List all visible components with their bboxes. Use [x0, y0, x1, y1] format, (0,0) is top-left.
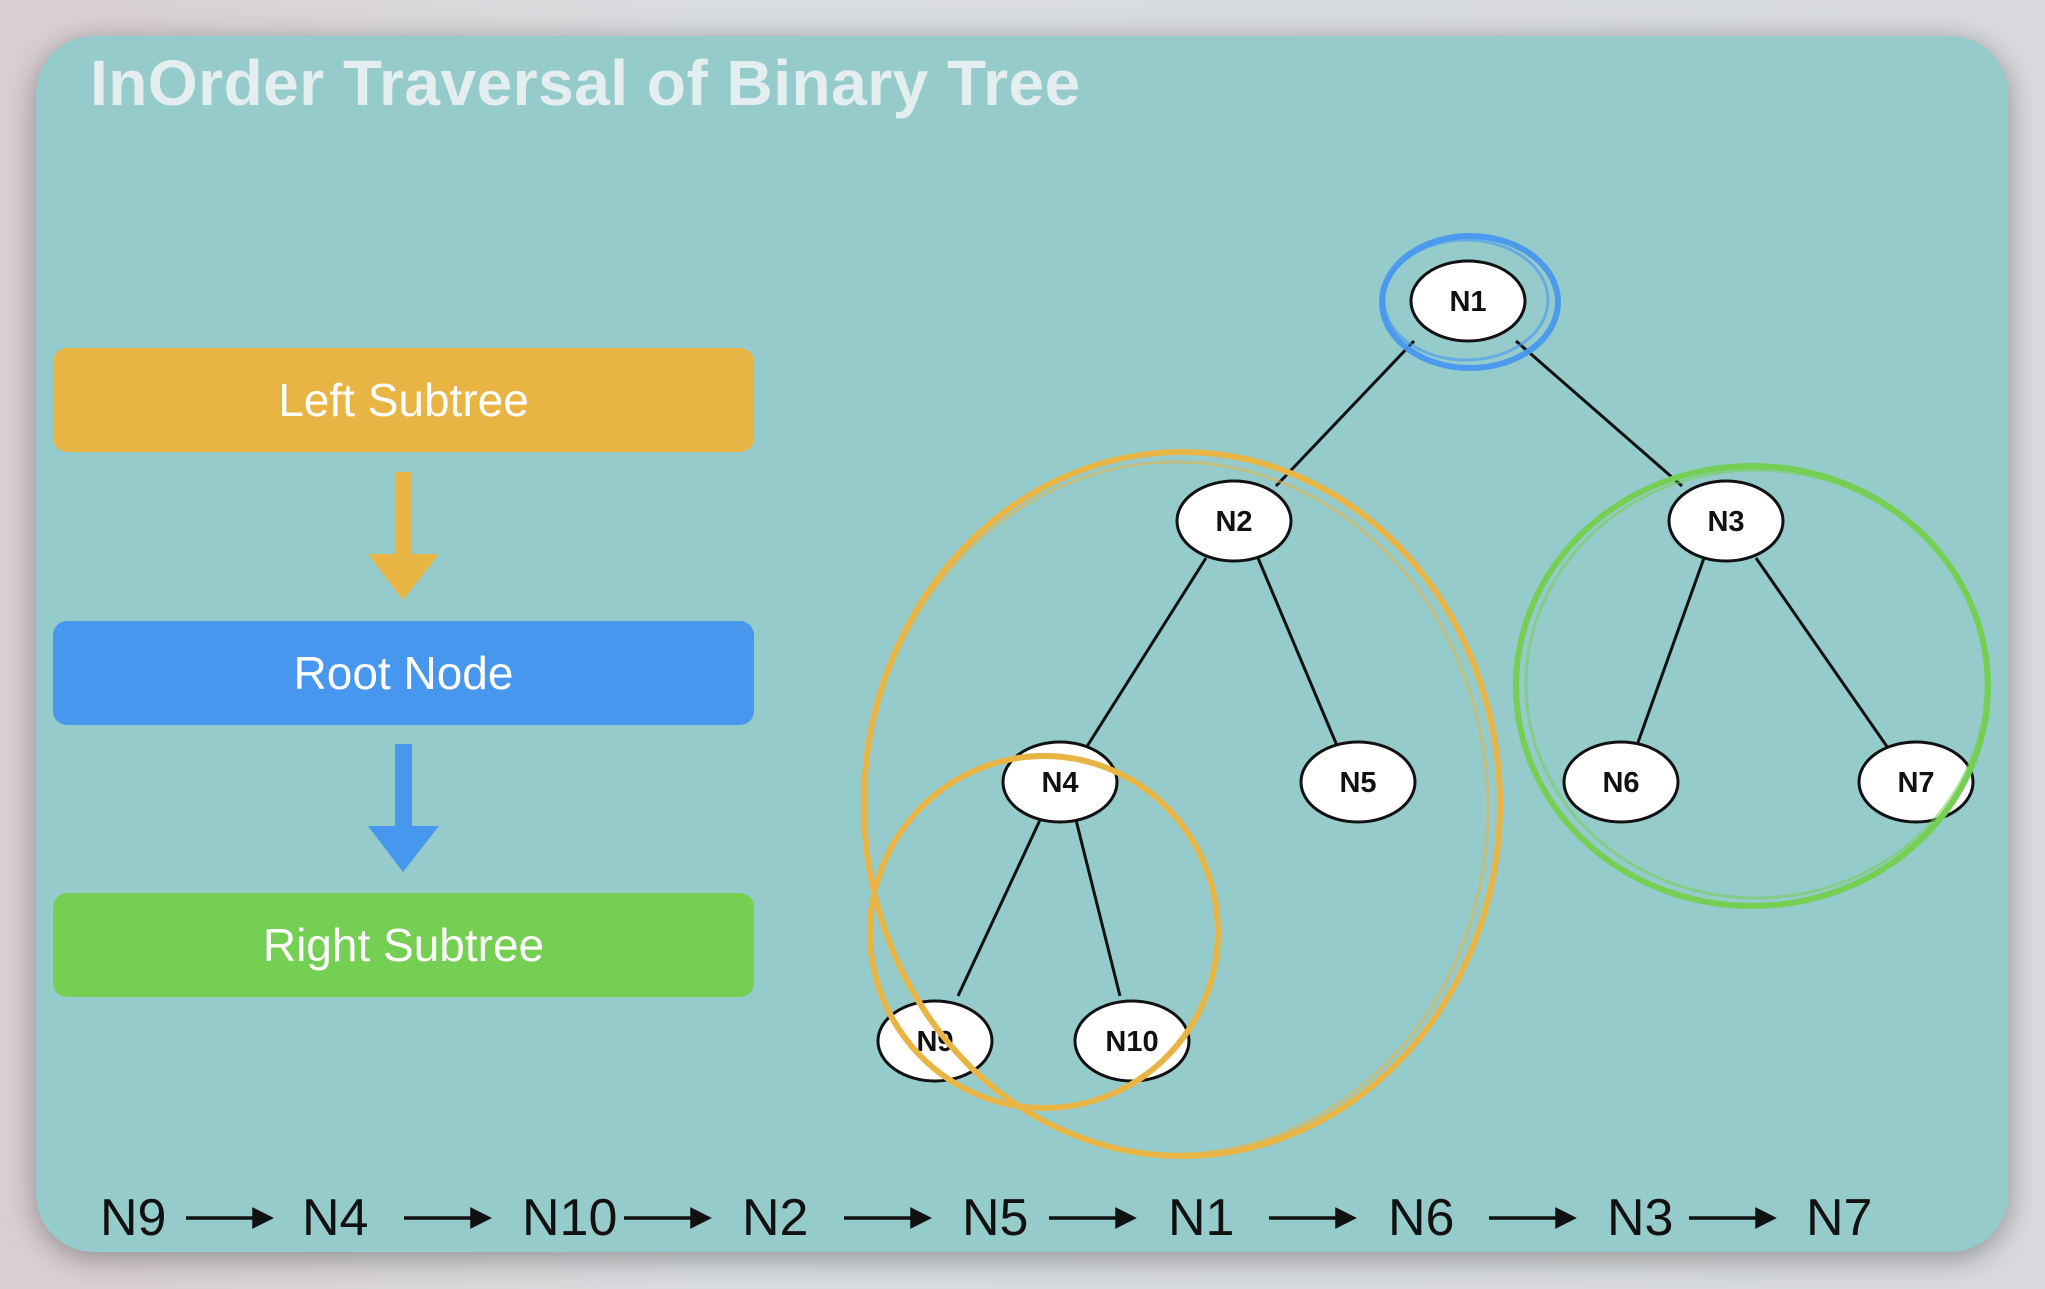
- slide-title: InOrder Traversal of Binary Tree: [90, 47, 1081, 119]
- node-n3-label: N3: [1707, 506, 1744, 538]
- tree-edges: [956, 339, 1890, 997]
- seq-arrow-icon-3: [624, 1207, 712, 1229]
- node-n1: N1: [1409, 259, 1527, 343]
- seq-arrow-icon-2: [404, 1207, 492, 1229]
- node-n2-label: N2: [1215, 506, 1252, 538]
- sequence-item: N5: [962, 1189, 1029, 1247]
- seq-arrow-icon-8: [1689, 1207, 1777, 1229]
- n4-subtree-ring: [867, 753, 1221, 1111]
- node-n5-label: N5: [1339, 767, 1376, 799]
- tree-diagram: N1 N2 N3 N4 N5 N6: [186, 233, 1991, 1229]
- seq-arrow-icon-1: [186, 1207, 274, 1229]
- root-node-box: Root Node: [53, 621, 754, 725]
- seq-arrow-icon-5: [1049, 1207, 1137, 1229]
- sequence-item: N6: [1388, 1189, 1455, 1247]
- seq-arrow-icon-4: [844, 1207, 932, 1229]
- seq-arrow-icon-7: [1489, 1207, 1577, 1229]
- highlight-rings: [861, 233, 1991, 1159]
- root-ring: [1379, 233, 1561, 371]
- node-n7-label: N7: [1897, 767, 1934, 799]
- sequence-item: N1: [1168, 1189, 1235, 1247]
- node-n2: N2: [1175, 479, 1293, 563]
- left-subtree-ring-2: [862, 460, 1490, 1156]
- slide-panel: InOrder Traversal of Binary Tree Left Su…: [36, 36, 2008, 1252]
- left-subtree-box: Left Subtree: [53, 348, 754, 452]
- seq-arrow-icon-6: [1269, 1207, 1357, 1229]
- right-subtree-box: Right Subtree: [53, 893, 754, 997]
- arrow-down-icon-root: [368, 744, 439, 872]
- tree-nodes: N1 N2 N3 N4 N5 N6: [876, 259, 1975, 1083]
- root-ring-inner: [1382, 238, 1550, 362]
- sequence-item: N2: [742, 1189, 809, 1247]
- sequence-item: N3: [1607, 1189, 1674, 1247]
- sequence-arrows: [186, 1207, 1777, 1229]
- sequence-item: N4: [302, 1189, 369, 1247]
- sequence-item: N9: [100, 1189, 167, 1247]
- sequence-item: N7: [1806, 1189, 1873, 1247]
- node-n4-label: N4: [1041, 767, 1078, 799]
- node-n1-label: N1: [1449, 286, 1486, 318]
- node-n10: N10: [1073, 999, 1191, 1083]
- sequence-item: N10: [522, 1189, 618, 1247]
- node-n6-label: N6: [1602, 767, 1639, 799]
- node-n6: N6: [1562, 740, 1680, 824]
- node-n3: N3: [1667, 479, 1785, 563]
- right-subtree-ring: [1513, 463, 1991, 909]
- right-subtree-ring-2: [1524, 468, 1988, 900]
- node-n5: N5: [1299, 740, 1417, 824]
- node-n7: N7: [1857, 740, 1975, 824]
- arrow-down-icon-left: [368, 472, 439, 600]
- node-n10-label: N10: [1105, 1026, 1158, 1058]
- traversal-sequence: N9 N4 N10 N2 N5 N1 N6 N3 N7: [36, 1183, 2008, 1252]
